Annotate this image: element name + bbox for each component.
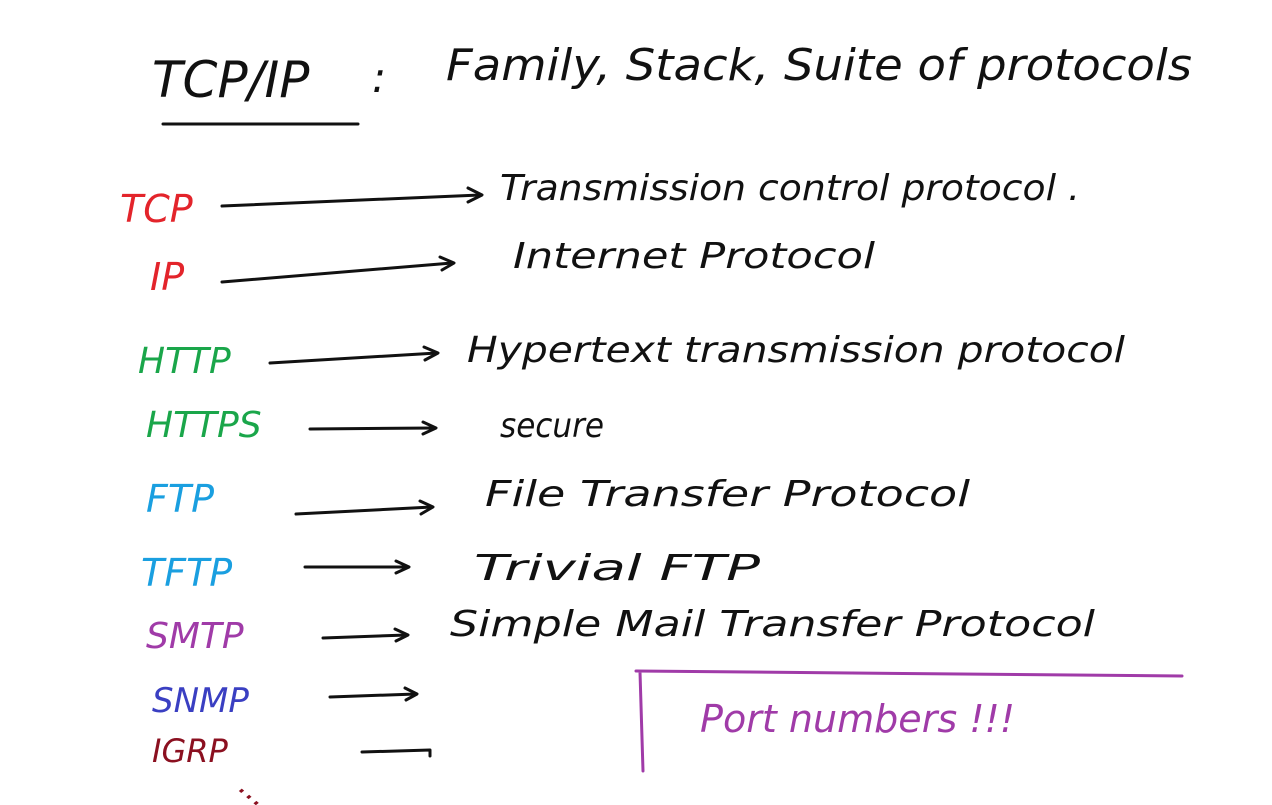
protocol-row: HTTPS secure [146, 405, 604, 446]
protocol-abbr: TCP [120, 187, 193, 231]
arrow-head [466, 186, 484, 204]
arrow-head [403, 686, 419, 702]
port-numbers-note: Port numbers !!! [634, 669, 1184, 773]
arrow-line [220, 193, 482, 208]
protocol-row: TFTP Trivial FTP [141, 548, 760, 595]
protocol-meaning: secure [500, 406, 604, 446]
protocol-abbr: SNMP [152, 681, 249, 721]
protocol-abbr: SMTP [146, 616, 244, 657]
arrow-head [422, 345, 440, 362]
protocol-abbr: TFTP [141, 551, 232, 595]
protocol-meaning: Hypertext transmission protocol [467, 330, 1125, 371]
protocol-abbr: IP [150, 255, 184, 299]
protocol-row: TCP Transmission control protocol . [120, 168, 1080, 231]
protocol-meaning: Internet Protocol [513, 236, 875, 277]
title-subtitle: Family, Stack, Suite of protocols [446, 40, 1192, 91]
arrow-line [321, 633, 409, 640]
protocol-abbr: HTTPS [146, 405, 262, 446]
protocol-list: TCP Transmission control protocol . IP I… [120, 168, 1125, 770]
protocol-row: SNMP [152, 681, 419, 721]
protocol-row: IGRP [152, 732, 432, 770]
arrow-line [268, 351, 439, 365]
protocol-row: FTP File Transfer Protocol [146, 474, 970, 521]
protocol-meaning: File Transfer Protocol [485, 474, 970, 515]
protocol-row: SMTP Simple Mail Transfer Protocol [146, 604, 1095, 657]
protocol-abbr: HTTP [138, 341, 231, 382]
protocol-abbr: IGRP [152, 732, 228, 770]
continuation-dots: ... [232, 769, 276, 805]
arrow-head [421, 420, 438, 436]
arrow-head [393, 627, 410, 643]
arrow-head [438, 255, 456, 272]
note-bracket [634, 669, 1184, 773]
protocol-row: IP Internet Protocol [150, 236, 875, 299]
protocol-meaning: Trivial FTP [474, 548, 760, 589]
arrow-line [294, 505, 434, 516]
protocol-meaning: Simple Mail Transfer Protocol [450, 604, 1095, 645]
arrow-head [394, 559, 411, 575]
protocol-abbr: FTP [146, 477, 214, 521]
title-heading: TCP/IP [152, 51, 310, 109]
arrow-line [360, 748, 432, 758]
protocol-row: HTTP Hypertext transmission protocol [138, 330, 1125, 382]
arrow-head [418, 499, 435, 516]
protocol-meaning: Transmission control protocol . [500, 168, 1080, 209]
title-separator: : [372, 53, 386, 102]
arrow-line [220, 261, 454, 284]
title-group: TCP/IP : Family, Stack, Suite of protoco… [152, 40, 1192, 126]
arrow-line [328, 692, 418, 699]
note-text: Port numbers !!! [700, 697, 1015, 741]
arrow-line [308, 426, 437, 431]
